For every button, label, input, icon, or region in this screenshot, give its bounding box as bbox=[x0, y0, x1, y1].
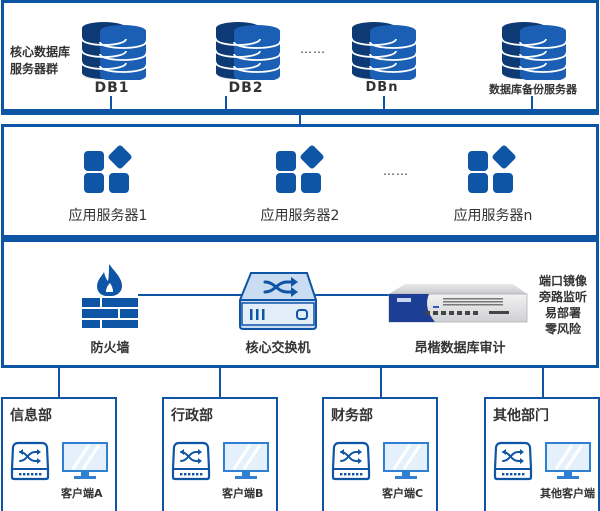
client-label: 其他客户端 bbox=[540, 487, 595, 500]
db-app-link bbox=[299, 113, 301, 126]
firewall-switch-link bbox=[138, 294, 246, 296]
database-icon bbox=[215, 22, 281, 80]
db-group-label: 核心数据库 服务器群 bbox=[10, 44, 70, 78]
client-label: 客户端B bbox=[222, 487, 264, 500]
monitor-icon bbox=[545, 442, 591, 479]
database-icon bbox=[501, 22, 567, 80]
db1-label: DB1 bbox=[94, 80, 130, 96]
department-box: 行政部 客户端B bbox=[162, 397, 278, 511]
feature-bypass-monitoring: 旁路监听 bbox=[538, 290, 587, 304]
database-icon bbox=[81, 22, 147, 80]
dept-c-connector bbox=[380, 368, 382, 398]
db-backup-label: 数据库备份服务器 bbox=[489, 83, 577, 96]
monitor-icon bbox=[223, 442, 269, 479]
dept-d-connector bbox=[542, 368, 544, 398]
feature-easy-deploy: 易部署 bbox=[544, 306, 581, 320]
dbn-label: DBn bbox=[365, 80, 399, 95]
dbn-connector bbox=[383, 96, 385, 111]
app-server-n-label: 应用服务器n bbox=[453, 208, 533, 224]
audit-label: 昂楷数据库审计 bbox=[414, 341, 506, 356]
firewall-icon bbox=[82, 264, 138, 328]
db-group-label-line2: 服务器群 bbox=[10, 62, 59, 76]
database-icon bbox=[351, 22, 417, 80]
db-group-label-line1: 核心数据库 bbox=[10, 45, 71, 59]
department-name: 财务部 bbox=[331, 408, 373, 424]
feature-zero-risk: 零风险 bbox=[544, 322, 581, 336]
audit-appliance-icon bbox=[388, 284, 528, 323]
client-label: 客户端C bbox=[382, 487, 424, 500]
access-switch-icon bbox=[493, 441, 533, 481]
app-ellipsis: …… bbox=[383, 164, 409, 178]
monitor-icon bbox=[383, 442, 429, 479]
dept-a-connector bbox=[58, 368, 60, 398]
db-ellipsis: …… bbox=[300, 42, 326, 56]
db-bus bbox=[1, 109, 599, 113]
department-box: 财务部 客户端C bbox=[322, 397, 438, 511]
app-server-2-label: 应用服务器2 bbox=[260, 208, 340, 224]
switch-icon bbox=[239, 272, 317, 330]
department-box: 信息部 客户端A bbox=[1, 397, 117, 511]
access-switch-icon bbox=[10, 441, 50, 481]
app-server-1-label: 应用服务器1 bbox=[68, 208, 148, 224]
department-name: 行政部 bbox=[171, 408, 213, 424]
client-label: 客户端A bbox=[61, 487, 103, 500]
db-backup-connector bbox=[531, 96, 533, 111]
department-name: 信息部 bbox=[10, 408, 52, 424]
db2-connector bbox=[225, 96, 227, 111]
feature-port-mirror: 端口镜像 bbox=[538, 274, 587, 288]
app-grid-icon bbox=[468, 145, 516, 193]
department-name: 其他部门 bbox=[493, 408, 549, 424]
firewall-label: 防火墙 bbox=[90, 341, 130, 356]
app-grid-icon bbox=[84, 145, 132, 193]
switch-audit-link bbox=[310, 294, 398, 296]
access-switch-icon bbox=[331, 441, 371, 481]
dept-b-connector bbox=[219, 368, 221, 398]
core-switch-label: 核心交换机 bbox=[245, 341, 311, 356]
department-box: 其他部门 其他客户端 bbox=[484, 397, 600, 511]
app-grid-icon bbox=[276, 145, 324, 193]
access-switch-icon bbox=[171, 441, 211, 481]
audit-features: 端口镜像 旁路监听 易部署 零风险 bbox=[528, 273, 598, 337]
db2-label: DB2 bbox=[228, 80, 264, 96]
monitor-icon bbox=[62, 442, 108, 479]
db1-connector bbox=[110, 96, 112, 111]
